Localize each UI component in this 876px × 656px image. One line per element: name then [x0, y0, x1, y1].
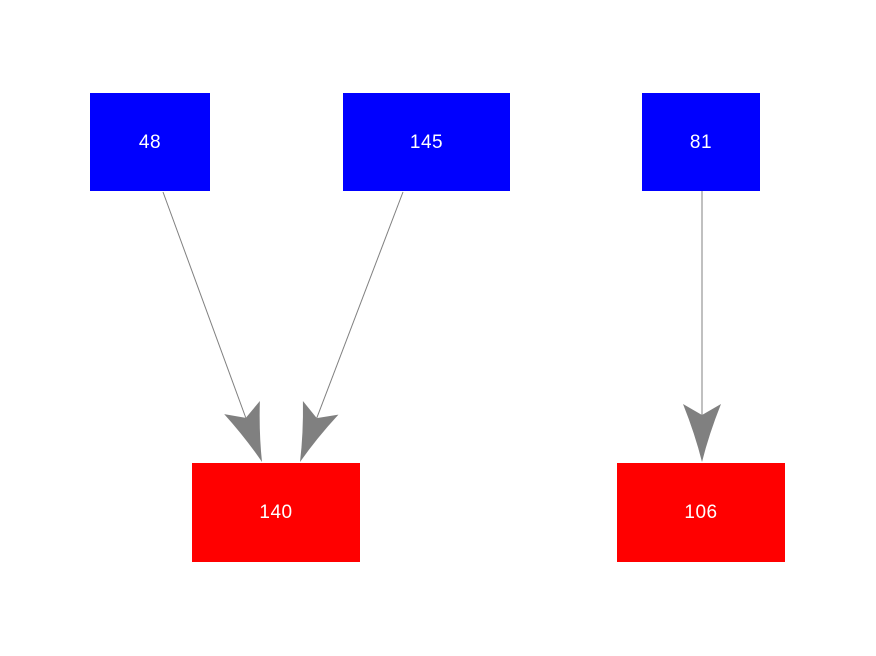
- node-label: 81: [689, 131, 713, 153]
- node-145: 145: [343, 93, 510, 191]
- edge-line-n145-n140: [316, 191, 404, 419]
- node-label: 48: [138, 131, 162, 153]
- node-140: 140: [192, 463, 360, 562]
- node-label: 140: [259, 502, 293, 523]
- arrowhead-n81-n106: [683, 404, 721, 462]
- node-81: 81: [642, 93, 760, 191]
- edge-line-n48-n140: [162, 191, 247, 419]
- node-label: 145: [409, 131, 444, 153]
- node-106: 106: [617, 463, 785, 562]
- node-48: 48: [90, 93, 210, 191]
- arrowhead-n48-n140: [224, 401, 262, 462]
- node-label: 106: [684, 502, 718, 523]
- arrowhead-n145-n140: [300, 401, 339, 462]
